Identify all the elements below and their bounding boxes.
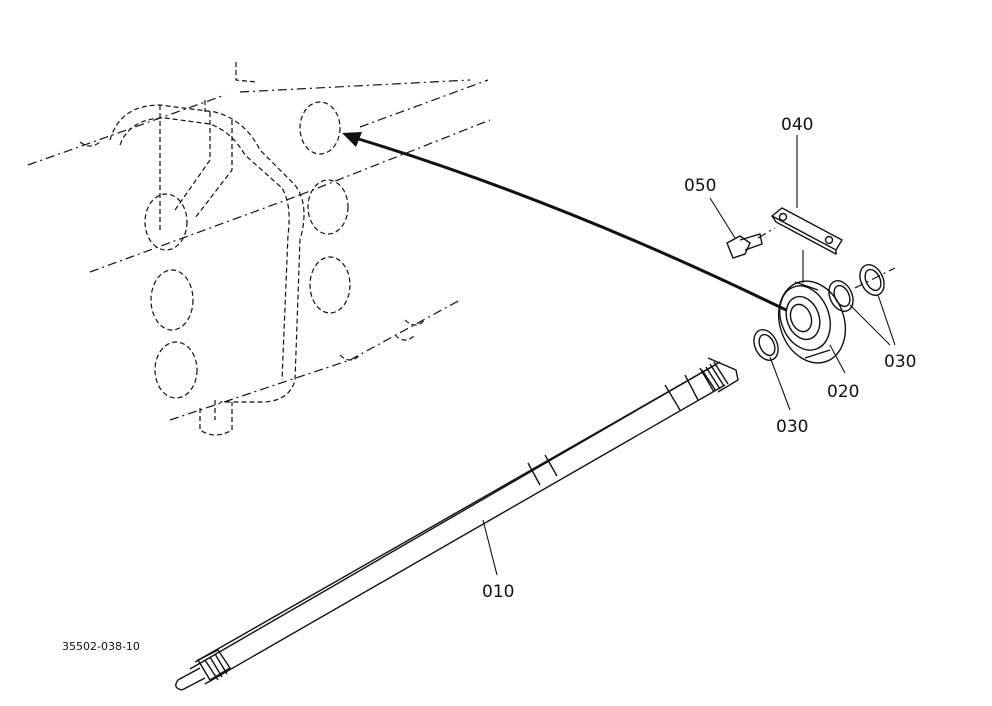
label-030-rear: 030 — [884, 352, 916, 372]
circlip-030-front — [753, 329, 779, 361]
plate-040 — [770, 207, 843, 256]
leader-lines — [482, 135, 896, 576]
label-030-front: 030 — [776, 417, 808, 437]
circlip-030-rear-2 — [859, 264, 885, 296]
part-labels: 010 020 030 030 040 050 — [482, 115, 916, 602]
spline-teeth — [204, 361, 729, 681]
label-050: 050 — [684, 176, 716, 196]
drawing-code: 35502-038-10 — [62, 640, 140, 653]
rear-axis-line — [854, 267, 896, 289]
circlip-030-rear-1 — [828, 280, 854, 312]
shaft-010 — [175, 357, 739, 691]
bolt-050 — [726, 227, 776, 259]
label-040: 040 — [781, 115, 813, 135]
label-020: 020 — [827, 382, 859, 402]
label-010: 010 — [482, 582, 514, 602]
transmission-housing — [27, 62, 491, 436]
installation-arrow — [342, 132, 787, 312]
